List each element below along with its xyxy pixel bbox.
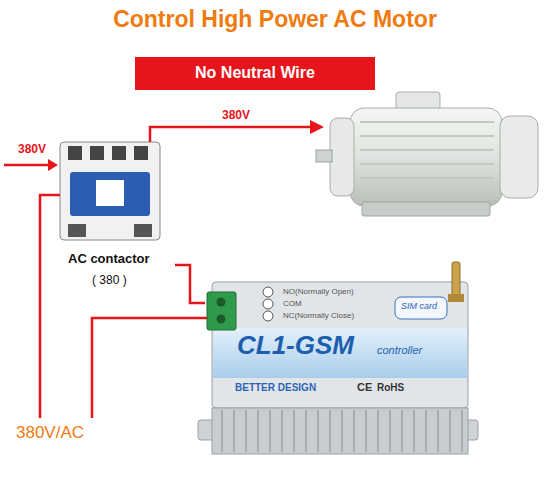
- node-text: controller: [377, 344, 422, 357]
- node-text: NO(Normally Open): [283, 287, 354, 296]
- arrowhead: [310, 120, 324, 134]
- terminal: [134, 146, 148, 160]
- terminal: [112, 146, 126, 160]
- node-text: CL1-GSM: [237, 331, 354, 361]
- contactor-body: [60, 142, 160, 240]
- banner: No Neutral Wire: [135, 57, 375, 90]
- end-bell: [330, 118, 354, 196]
- arrowhead: [48, 159, 58, 171]
- node-text: BETTER DESIGN: [235, 382, 316, 394]
- sim-slot: [395, 297, 447, 319]
- led: [263, 299, 273, 309]
- input-wire: [4, 164, 48, 167]
- supply-wire: [92, 318, 207, 418]
- screw: [217, 298, 226, 307]
- terminal: [68, 224, 86, 237]
- node-text: SIM card: [401, 301, 437, 311]
- node-text: NC(Normally Close): [283, 311, 354, 320]
- shaft: [316, 150, 332, 162]
- contactor-plate: [96, 180, 124, 206]
- antenna: [452, 262, 460, 298]
- node-text: CE: [357, 381, 372, 394]
- voltage-label: 380V: [18, 143, 46, 157]
- led: [263, 311, 273, 321]
- node-text: RoHS: [377, 382, 404, 394]
- contactor-core: [70, 172, 150, 216]
- heat-sink: [212, 408, 468, 454]
- terminal-block: [207, 292, 236, 330]
- cooling-fins: [360, 122, 494, 192]
- controller-box: NO(Normally Open) COM NC(Normally Close) SI…: [205, 280, 470, 455]
- wire-line: [175, 265, 205, 303]
- diagram-title: Control High Power AC Motor: [0, 6, 550, 33]
- node-text: No Neutral Wire: [195, 64, 315, 82]
- housing-front: [212, 282, 468, 408]
- contactor-group: AC contactor ( 380 ): [50, 135, 175, 295]
- terminal: [134, 224, 152, 237]
- led: [263, 287, 273, 297]
- node-text: ( 380 ): [92, 274, 127, 288]
- screw: [217, 315, 226, 324]
- contactor-illustration: [60, 142, 160, 240]
- wire-connector: [175, 265, 205, 303]
- terminal: [90, 146, 104, 160]
- antenna-base: [448, 294, 464, 302]
- voltage-label: 380V: [222, 109, 250, 123]
- fan-cover: [500, 116, 538, 198]
- motor-feet: [362, 202, 490, 216]
- controller-housing: [198, 262, 478, 454]
- label-band: [213, 328, 467, 378]
- node-text: COM: [283, 299, 302, 308]
- supply-wire: [40, 195, 60, 418]
- motor-body: [350, 108, 502, 206]
- motor-wire: [150, 127, 312, 142]
- fins: [222, 410, 462, 452]
- terminal: [68, 146, 82, 160]
- node-text: AC contactor: [68, 252, 150, 267]
- motor-illustration: [316, 92, 538, 216]
- voltage-label: 380V/AC: [16, 423, 84, 443]
- wires: [4, 127, 312, 418]
